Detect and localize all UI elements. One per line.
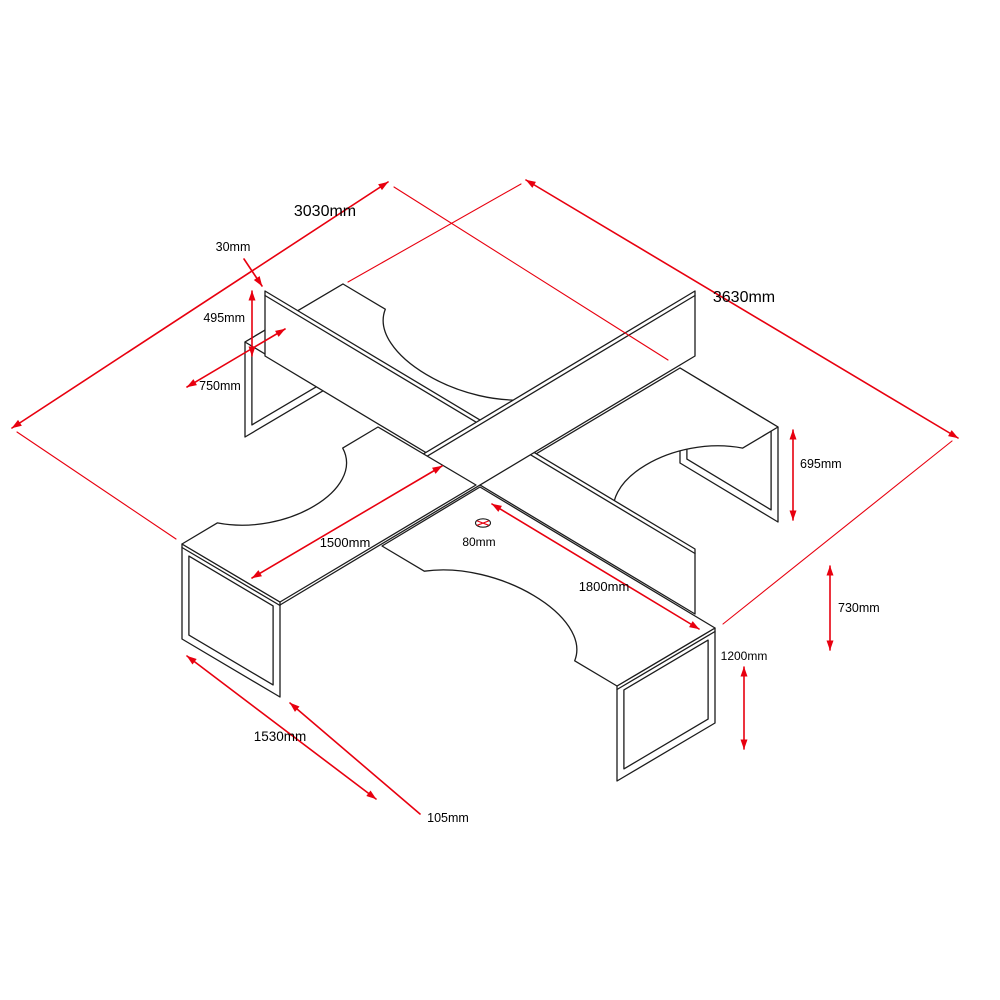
dimension-label-3630: 3630mm (713, 289, 775, 306)
dimension-label-495: 495mm (203, 311, 245, 325)
dimension-lines (11, 179, 959, 815)
dimension-labels: 3030mm 3630mm 30mm 495mm 750mm 695mm 150… (199, 203, 880, 825)
dimension-label-30: 30mm (216, 240, 251, 254)
dimension-label-750: 750mm (199, 379, 241, 393)
dimension-label-80: 80mm (462, 535, 495, 549)
dimension-line-750 (186, 328, 286, 388)
dimension-label-105: 105mm (427, 811, 469, 825)
dimension-label-1800: 1800mm (579, 579, 630, 594)
extension-line-3030-bottom (16, 431, 177, 540)
dimension-label-1530: 1530mm (254, 729, 307, 744)
extension-line-3630-top (347, 183, 522, 283)
leader-line-105 (289, 702, 421, 815)
loop-leg-front-right-inner (623, 639, 709, 770)
extension-line-3630-bottom (722, 440, 953, 625)
desk-edge-front-right (616, 630, 716, 691)
dimension-line-1500 (251, 465, 443, 579)
dimension-label-3030: 3030mm (294, 203, 356, 220)
dimension-line-1800 (491, 503, 700, 630)
cable-grommet-marks (476, 520, 490, 526)
desk-cluster-drawing (181, 283, 779, 782)
dimension-line-3030 (11, 181, 389, 429)
dimension-line-3630 (525, 179, 959, 439)
dimension-label-1500: 1500mm (320, 535, 371, 550)
desk-edge-front-left (181, 546, 281, 607)
extension-line-3030-top (393, 186, 669, 361)
dimension-label-730: 730mm (838, 601, 880, 615)
dimension-label-1200: 1200mm (721, 649, 768, 663)
leader-line-30 (243, 258, 263, 287)
dimension-label-695: 695mm (800, 457, 842, 471)
dimension-line-1530 (186, 655, 377, 800)
